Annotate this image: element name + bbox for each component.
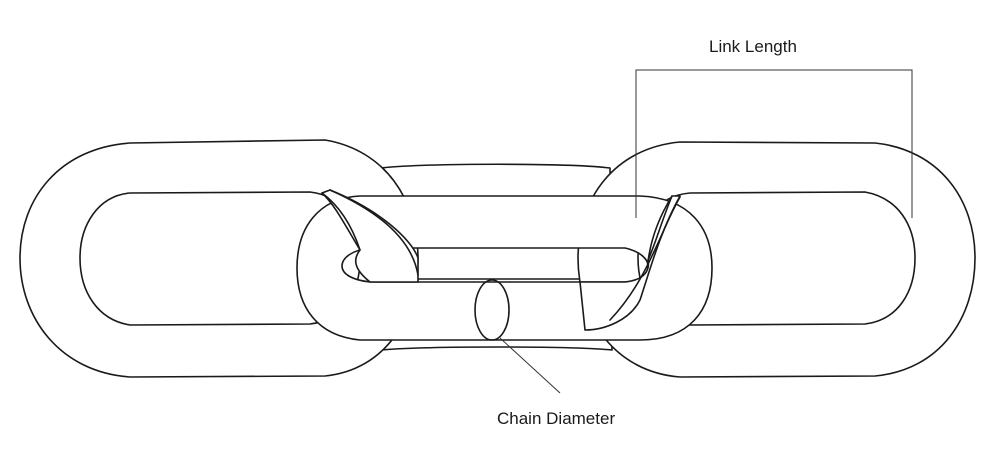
link-length-label: Link Length bbox=[709, 37, 797, 56]
chain-diameter-label: Chain Diameter bbox=[497, 409, 615, 428]
link-length-bracket bbox=[635, 69, 913, 218]
left-link-overlap bbox=[321, 189, 419, 283]
chain-diameter-indicator bbox=[474, 279, 561, 394]
right-chain-link bbox=[577, 141, 976, 378]
right-link-overlap bbox=[579, 195, 681, 331]
